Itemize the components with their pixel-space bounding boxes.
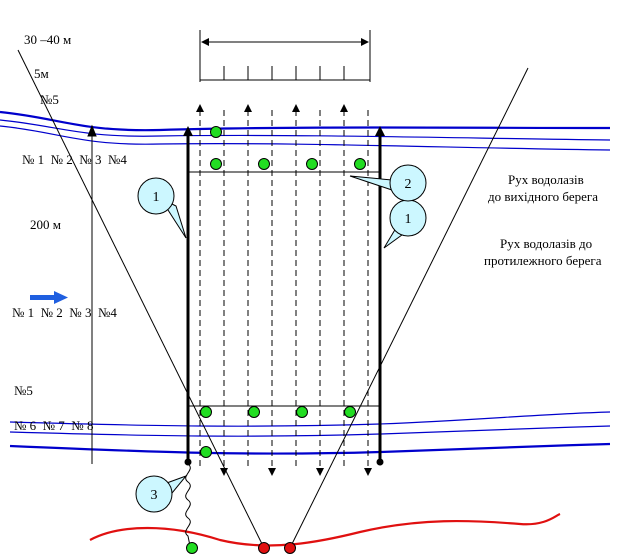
divers <box>186 126 366 554</box>
position-5-bottom: №5 <box>14 383 33 398</box>
signal-line <box>185 463 191 547</box>
diver-bottom-4 <box>344 406 356 418</box>
rope-arrow-left <box>183 126 193 136</box>
lane-arrows-down <box>220 468 372 476</box>
callout-left-rope-number: 1 <box>153 190 160 205</box>
guide-ropes <box>186 134 382 462</box>
position-row-middle: № 1 № 2 № 3 №4 <box>12 305 117 320</box>
diver-5-top <box>210 126 222 138</box>
search-lanes <box>199 110 369 468</box>
note-opposite-line2: протилежного берега <box>484 253 602 268</box>
rope-anchor-right <box>376 458 384 466</box>
sight-line-left <box>17 49 265 549</box>
bottom-river-bank <box>9 411 611 455</box>
callout-cross-line-number: 2 <box>405 177 412 192</box>
callout-cross-line: 2 <box>349 164 427 202</box>
note-opposite-line1: Рух водолазів до <box>500 236 592 251</box>
sight-line-right <box>289 67 529 549</box>
callout-right-rope-number: 1 <box>405 212 412 227</box>
diver-bottom-2 <box>248 406 260 418</box>
length-dimension <box>87 124 97 464</box>
diver-5-bottom <box>200 446 212 458</box>
rope-arrow-right <box>375 126 385 136</box>
width-range-label: 30 –40 м <box>24 32 71 47</box>
position-5-top: №5 <box>40 92 59 107</box>
diver-bottom-1 <box>200 406 212 418</box>
shore-observers <box>258 542 296 554</box>
note-exit-line1: Рух водолазів <box>508 172 584 187</box>
lane-arrows-up <box>196 104 348 112</box>
callout-signal-line: 3 <box>135 474 188 513</box>
callout-signal-line-number: 3 <box>151 488 158 503</box>
diver-3 <box>306 158 318 170</box>
callout-left-rope: 1 <box>137 177 187 239</box>
shore-line <box>89 512 561 547</box>
current-arrow-icon <box>30 291 68 304</box>
position-row-top: № 1 № 2 № 3 №4 <box>22 152 127 167</box>
diver-1 <box>210 158 222 170</box>
diver-4 <box>354 158 366 170</box>
diver-shore <box>186 542 198 554</box>
position-row-bottom: № 6 № 7 № 8 <box>14 418 93 433</box>
diver-2 <box>258 158 270 170</box>
diver-bottom-3 <box>296 406 308 418</box>
width-dimension <box>199 30 371 82</box>
note-exit-line2: до вихідного берега <box>488 189 598 204</box>
rope-anchor-left <box>184 458 192 466</box>
length-label: 200 м <box>30 217 61 232</box>
callout-right-rope: 1 <box>383 199 427 249</box>
spacing-label: 5м <box>34 66 49 81</box>
top-river-bank <box>0 110 611 151</box>
